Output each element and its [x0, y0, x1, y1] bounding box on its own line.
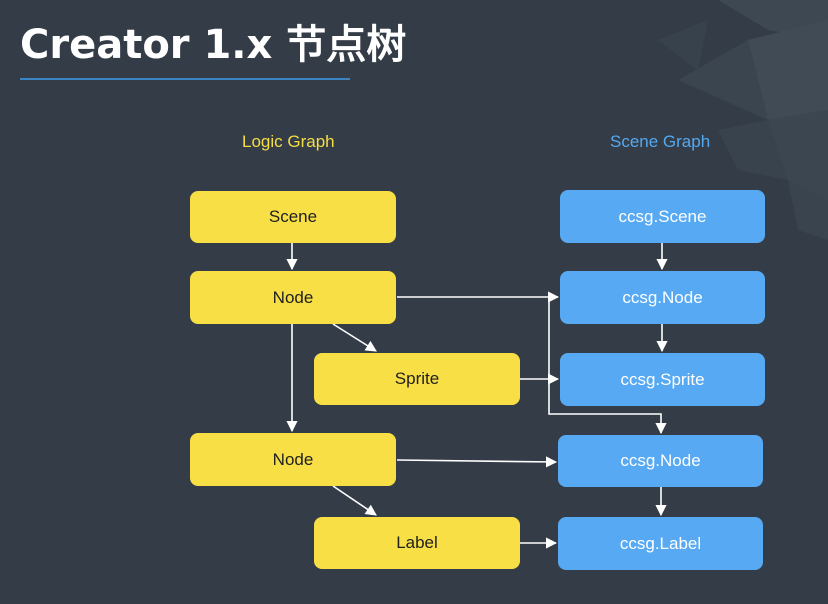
scene-node-ccsg-label: ccsg.Label [558, 517, 763, 570]
scene-node-ccsg-scene: ccsg.Scene [560, 190, 765, 243]
logic-node-node-2: Node [190, 433, 396, 486]
logic-node-scene: Scene [190, 191, 396, 243]
slide-title: Creator 1.x 节点树 [20, 22, 407, 68]
decorative-polygons [658, 0, 828, 240]
arrow-node2-to-ccsg-node2 [396, 456, 558, 468]
scene-node-ccsg-node-1: ccsg.Node [560, 271, 765, 324]
logic-node-sprite: Sprite [314, 353, 520, 405]
scene-node-ccsg-sprite: ccsg.Sprite [560, 353, 765, 406]
arrow-node1-to-sprite [332, 323, 377, 352]
title-underline [20, 78, 350, 80]
logic-graph-heading: Logic Graph [242, 132, 335, 151]
scene-node-ccsg-node-2: ccsg.Node [558, 435, 763, 487]
logic-node-node-1: Node [190, 271, 396, 324]
arrow-ccsg-node1-to-ccsg-node2 [548, 297, 667, 435]
scene-graph-heading: Scene Graph [610, 132, 711, 151]
logic-node-label: Label [314, 517, 520, 569]
arrow-node2-to-label [332, 485, 377, 516]
